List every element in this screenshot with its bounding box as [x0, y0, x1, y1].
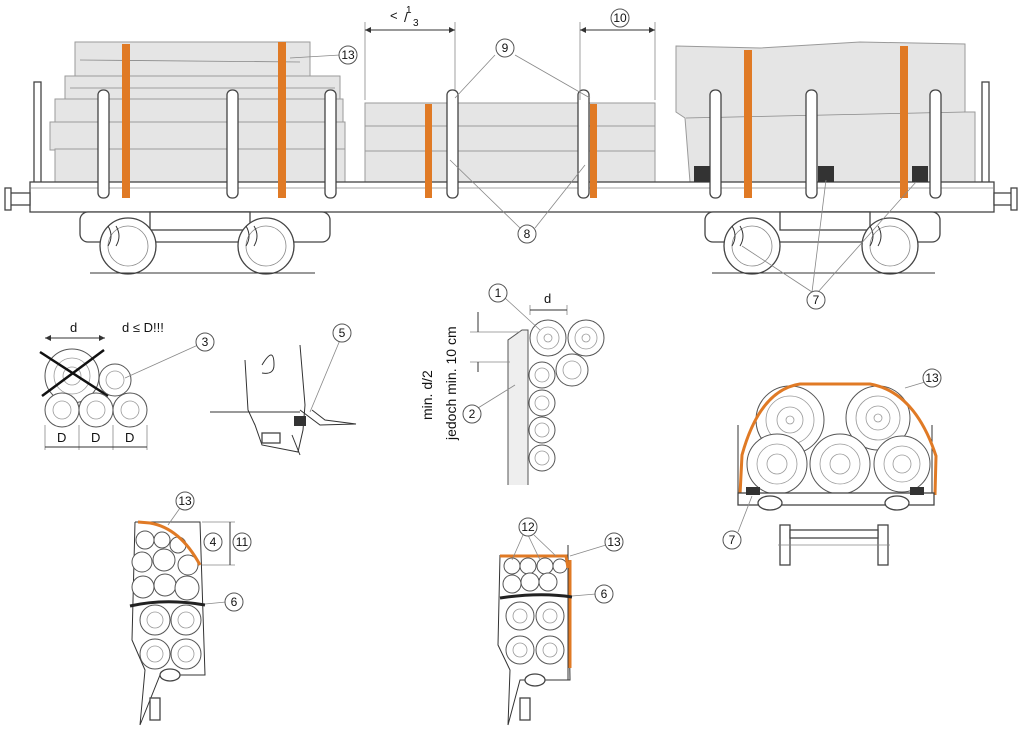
buffer-left — [4, 187, 31, 211]
profile-detail-middle: 12 13 6 — [497, 517, 624, 726]
end-post-left — [33, 81, 42, 188]
end-post-right — [981, 81, 990, 188]
callout-10: 10 — [613, 11, 627, 25]
bogie-left — [79, 211, 331, 275]
callout-1: 1 — [495, 286, 502, 300]
wedges — [694, 166, 928, 182]
callout-8: 8 — [524, 227, 531, 241]
buffer-right — [993, 187, 1018, 211]
callout-13-right: 13 — [925, 371, 939, 385]
callout-12: 12 — [521, 520, 535, 534]
wagon-frame — [29, 181, 995, 213]
callout-13-top: 13 — [341, 48, 355, 62]
callout-11: 11 — [236, 535, 249, 549]
strap-over-logs — [738, 382, 938, 496]
load-stack-left — [49, 41, 346, 183]
label-d-le-D: d ≤ D!!! — [122, 320, 164, 335]
callout-7-bottom: 7 — [729, 533, 736, 547]
callout-6-left: 6 — [231, 595, 238, 609]
label-min-d2: min. d/2 — [419, 370, 435, 420]
load-stack-middle — [364, 102, 656, 183]
label-d-left: d — [70, 320, 77, 335]
label-third-den: 3 — [413, 18, 419, 29]
label-jedoch: jedoch min. 10 cm — [443, 326, 459, 441]
wheelset — [778, 524, 890, 566]
callout-13-bl: 13 — [178, 494, 192, 508]
dimension-third: < 1 / 3 — [364, 5, 456, 100]
profile-detail-left: 4 11 13 6 — [129, 491, 252, 726]
callout-9: 9 — [502, 41, 509, 55]
callout-13-bm: 13 — [607, 535, 621, 549]
callout-6-middle: 6 — [601, 587, 608, 601]
label-D-1: D — [57, 430, 66, 445]
svg-text:/: / — [404, 9, 408, 25]
label-d-right: d — [544, 291, 551, 306]
stake-foot-detail: 5 — [210, 323, 357, 456]
callout-3: 3 — [202, 335, 209, 349]
callout-7-top: 7 — [813, 293, 820, 307]
callout-4: 4 — [210, 535, 217, 549]
callout-5: 5 — [339, 326, 346, 340]
label-D-3: D — [125, 430, 134, 445]
tension-straps — [122, 42, 908, 198]
bogie-right — [704, 211, 941, 275]
stakes — [97, 89, 942, 199]
label-D-2: D — [91, 430, 100, 445]
callout-2: 2 — [469, 407, 476, 421]
wagon-side-view: < 1 / 3 10 13 9 8 7 — [4, 5, 1018, 310]
dimension-10: 10 — [579, 8, 656, 100]
label-lt: < — [390, 8, 398, 23]
log-cross-section: 13 7 — [722, 368, 942, 566]
label-third-num: 1 — [406, 5, 412, 16]
log-diameter-detail: d d ≤ D!!! D D D 3 — [39, 320, 215, 450]
stake-height-detail: d min. d/2 jedoch min. 10 cm 1 2 — [419, 283, 605, 485]
